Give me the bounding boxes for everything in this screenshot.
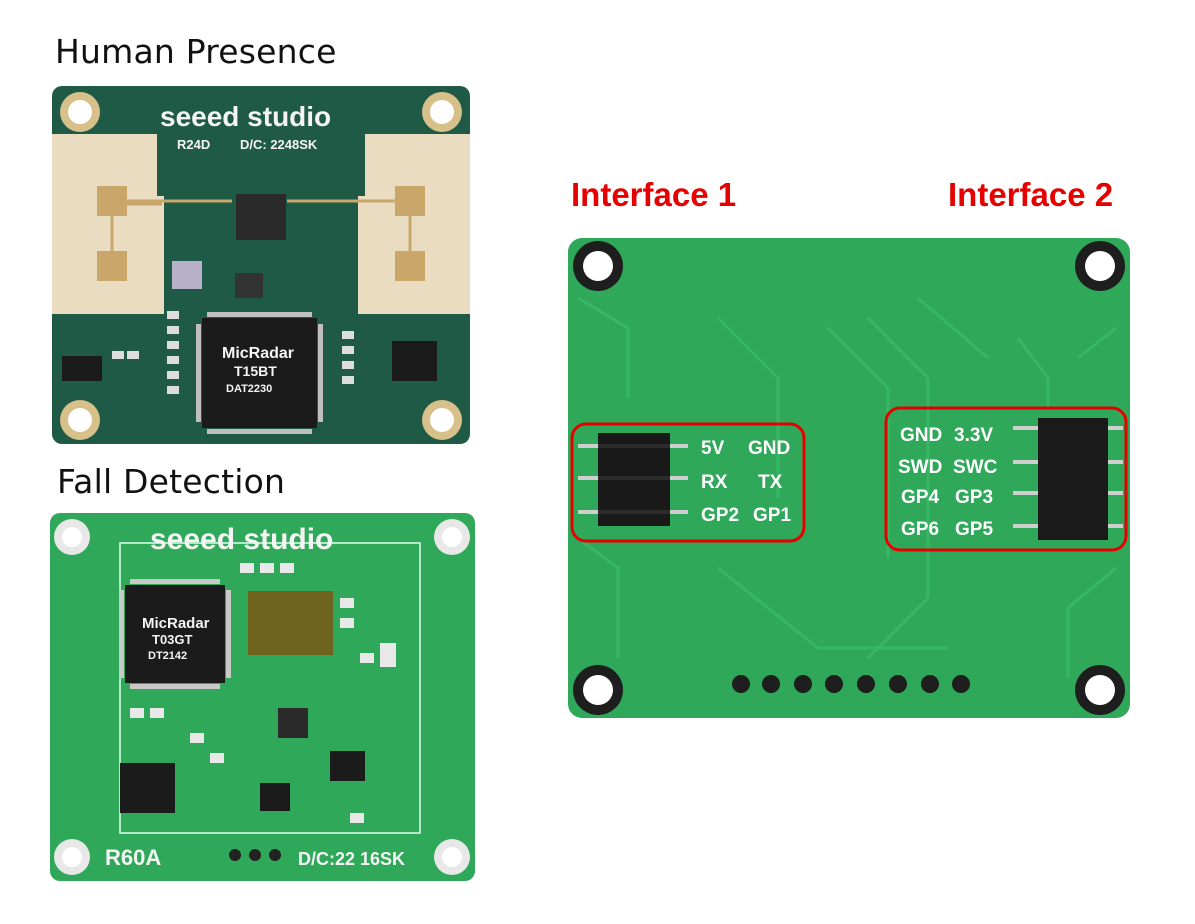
caption-human-presence: Human Presence xyxy=(55,32,337,71)
mcu-brand: MicRadar xyxy=(222,345,294,362)
caption-interface-1: Interface 1 xyxy=(571,176,737,213)
interface-1-highlight xyxy=(570,422,806,543)
pin-5v: 5V xyxy=(701,438,725,459)
caption-interface-2: Interface 2 xyxy=(948,176,1114,213)
board-r24d-human-presence: MicRadar T15BT DAT2230 seeed studio R24D… xyxy=(52,86,470,444)
pin-gp6: GP6 xyxy=(901,519,939,540)
mcu-brand: MicRadar xyxy=(142,615,210,632)
mcu-model: T03GT xyxy=(152,632,193,647)
dc-label: D/C: 2248SK xyxy=(240,137,318,152)
pin-swd: SWD xyxy=(898,457,942,478)
mcu-code: DT2142 xyxy=(148,650,187,662)
bottom-pads xyxy=(732,675,970,693)
model-label: R60A xyxy=(105,845,161,870)
interface-2-header xyxy=(1013,418,1123,540)
pin-gp4: GP4 xyxy=(901,487,939,508)
interface-2-highlight xyxy=(884,406,1128,552)
pin-gp5: GP5 xyxy=(955,519,993,540)
mounting-holes xyxy=(60,92,462,440)
antenna-panel-right xyxy=(358,134,470,314)
mounting-holes xyxy=(54,519,470,875)
model-label: R24D xyxy=(177,137,210,152)
pin-gnd-2: GND xyxy=(900,425,942,446)
mcu-chip xyxy=(125,585,225,683)
mounting-holes xyxy=(573,241,1125,715)
pin-gnd: GND xyxy=(748,438,790,459)
pin-rx: RX xyxy=(701,472,728,493)
interface-1-header xyxy=(578,433,688,526)
pin-swc: SWC xyxy=(953,457,998,478)
antenna-panel-left xyxy=(52,134,164,314)
mcu-chip xyxy=(202,318,317,428)
mcu-code: DAT2230 xyxy=(226,383,272,395)
pin-tx: TX xyxy=(758,472,783,493)
mcu-model: T15BT xyxy=(234,363,277,379)
board-r60a-fall-detection: MicRadar T03GT DT2142 seeed studio R60A … xyxy=(50,513,475,881)
pin-gp1: GP1 xyxy=(753,505,791,526)
pin-gp3: GP3 xyxy=(955,487,993,508)
pin-3v3: 3.3V xyxy=(954,425,993,446)
caption-fall-detection: Fall Detection xyxy=(57,462,286,501)
board-back-interfaces: 5V GND RX TX GP2 GP1 GND 3.3V SWD SWC GP… xyxy=(568,238,1130,718)
brand-logo: seeed studio xyxy=(160,101,331,132)
brand-logo: seeed studio xyxy=(150,523,333,556)
pin-gp2: GP2 xyxy=(701,505,739,526)
dc-label: D/C:22 16SK xyxy=(298,849,405,869)
